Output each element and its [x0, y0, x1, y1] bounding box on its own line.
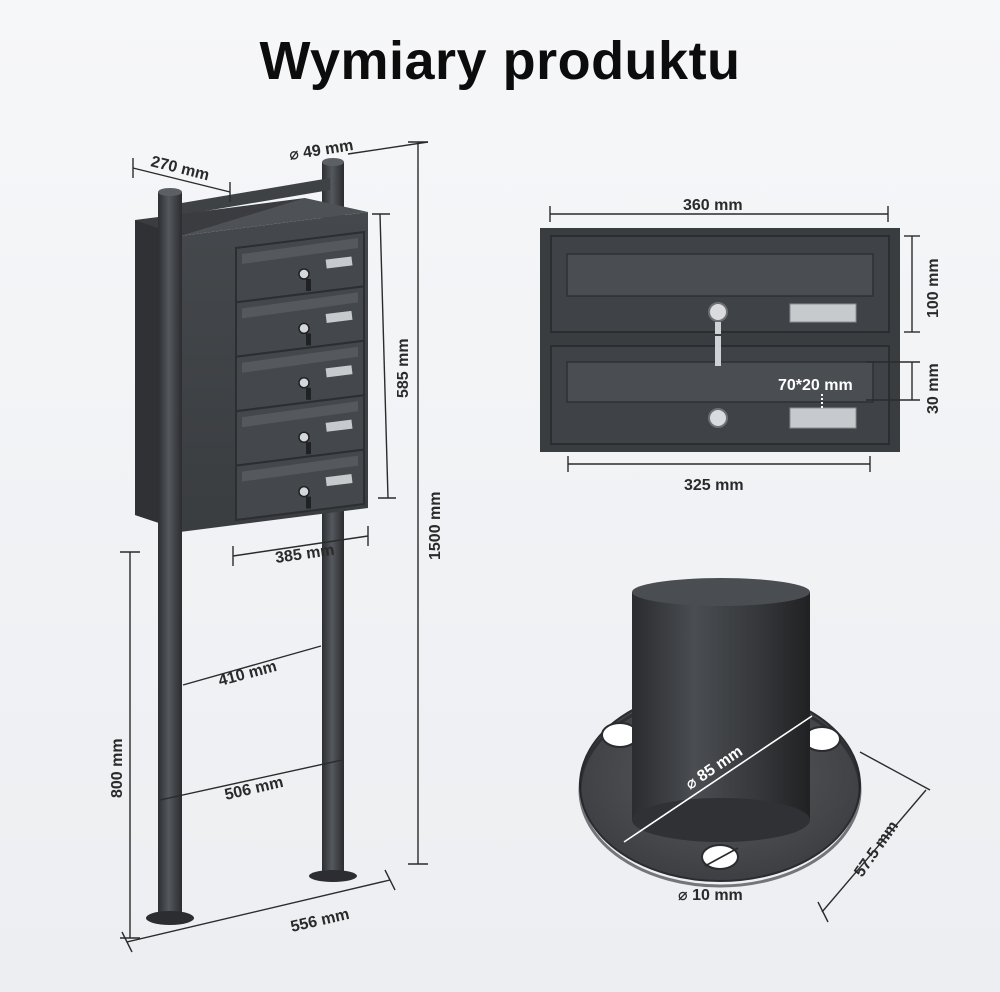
lock-icon — [298, 322, 310, 335]
mail-slot — [242, 401, 358, 428]
front-name-plate-top — [789, 303, 857, 323]
dim-hole-diameter: ⌀ 10 mm — [678, 887, 743, 904]
name-plate — [325, 419, 353, 432]
mail-slot — [242, 292, 358, 319]
dim-plate-radius: 57.5 mm — [851, 818, 902, 880]
lock-icon — [708, 408, 728, 428]
front-slot-top — [566, 253, 874, 297]
front-name-plate-bottom — [789, 407, 857, 429]
front-view-dimension-lines: 360 mm 100 mm 30 mm 70*20 mm 325 mm — [549, 197, 942, 494]
dim-pole-diameter: ⌀ 49 mm — [288, 137, 355, 164]
front-pole-cap — [158, 188, 182, 196]
mail-slot — [242, 346, 358, 373]
base-plate-view — [578, 578, 862, 888]
dim-name-plate: 70*20 mm — [778, 377, 853, 394]
top-crossbar — [170, 178, 330, 217]
mail-slot — [242, 455, 358, 482]
lock-icon — [298, 485, 310, 498]
dim-unit-height: 100 mm — [925, 258, 942, 318]
key-icon — [306, 442, 311, 455]
dim-box-height: 585 mm — [395, 338, 412, 398]
name-plate — [325, 365, 353, 378]
key-icon — [306, 333, 311, 346]
name-plate — [325, 474, 353, 487]
rear-pole-cap — [322, 158, 344, 166]
lock-icon — [298, 268, 310, 280]
dim-base-width: 556 mm — [289, 906, 351, 936]
mailbox-tower-view — [135, 158, 368, 925]
box-top — [180, 198, 368, 236]
mailbox-doors — [235, 230, 365, 522]
lock-icon — [708, 302, 728, 322]
front-view — [540, 228, 900, 452]
page-title: Wymiary produktu — [259, 31, 741, 91]
name-plate — [325, 256, 353, 269]
base-pipe-top — [632, 578, 810, 606]
key-icon — [306, 279, 311, 291]
rear-pole-foot — [309, 870, 357, 882]
base-pipe — [632, 592, 810, 820]
key-icon — [715, 336, 721, 366]
lock-icon — [298, 431, 310, 443]
dim-outer-pole-gap: 506 mm — [223, 774, 285, 804]
dim-front-width: 360 mm — [683, 197, 743, 214]
dim-inner-pole-gap: 410 mm — [217, 658, 279, 690]
name-plate — [325, 310, 353, 323]
front-pole — [158, 192, 182, 918]
base-pipe-bottom — [632, 798, 810, 842]
lock-icon — [298, 377, 310, 389]
front-pole-foot — [146, 911, 194, 925]
key-icon — [306, 496, 311, 509]
dim-slot-width: 325 mm — [684, 477, 744, 494]
mail-slot — [242, 238, 358, 264]
dim-slot-height: 30 mm — [925, 363, 942, 414]
dim-total-height: 1500 mm — [427, 492, 444, 561]
key-icon — [306, 387, 311, 400]
key-icon — [715, 322, 721, 334]
dim-pole-leg-height: 800 mm — [109, 738, 126, 798]
